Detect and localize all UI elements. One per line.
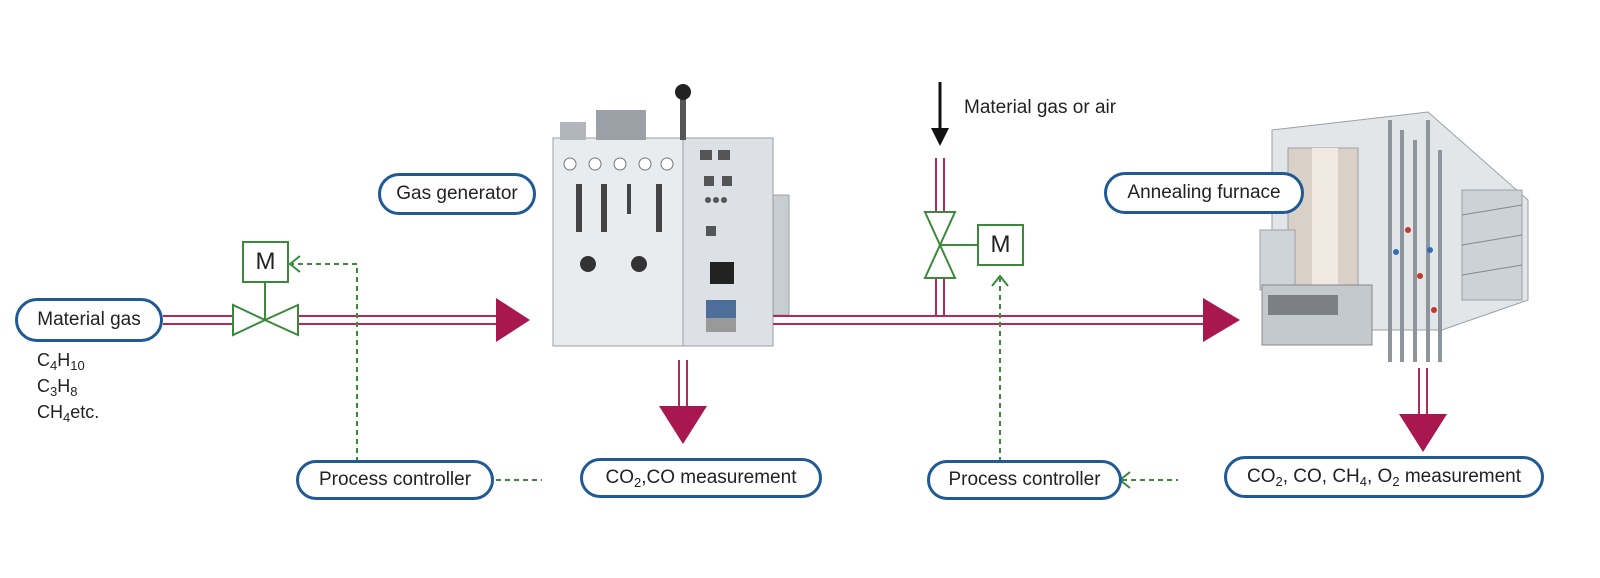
process-controller-1-text: Process controller bbox=[318, 469, 472, 490]
measurement-2: CO2, CO, CH4, O2 measurement bbox=[1224, 456, 1544, 498]
gas-generator-text: Gas generator bbox=[396, 183, 518, 204]
measurement-2-text: CO2, CO, CH4, O2 measurement bbox=[1246, 465, 1522, 489]
valve-1-icon bbox=[232, 241, 299, 337]
arrow-material-gas-or-air-icon bbox=[931, 82, 949, 146]
motor-1-label: M bbox=[255, 248, 276, 275]
formula-list: C4H10 C3H8 CH4etc. bbox=[37, 350, 99, 428]
process-controller-1: Process controller bbox=[296, 460, 494, 500]
arrow-to-furnace-icon bbox=[1203, 298, 1240, 342]
gas-generator-label: Gas generator bbox=[378, 173, 536, 215]
arrow-furnace-down-icon bbox=[1399, 414, 1447, 452]
material-gas-or-air-label: Material gas or air bbox=[964, 97, 1117, 118]
measurement-1: CO2,CO measurement bbox=[580, 458, 822, 498]
annealing-furnace-machine bbox=[1259, 111, 1529, 362]
annealing-furnace-label: Annealing furnace bbox=[1104, 172, 1304, 214]
control-line-1 bbox=[292, 263, 358, 462]
control-arrowhead-1-icon bbox=[288, 255, 301, 273]
annealing-furnace-text: Annealing furnace bbox=[1127, 182, 1281, 203]
motor-2-label: M bbox=[990, 231, 1011, 258]
material-gas-label: Material gas bbox=[15, 298, 163, 342]
formula-c4h10: C4H10 bbox=[37, 350, 85, 373]
pipes bbox=[163, 158, 1428, 416]
control-arrowhead-2-icon bbox=[991, 274, 1009, 287]
gas-generator-machine bbox=[552, 84, 790, 347]
formula-ch4: CH4etc. bbox=[37, 402, 100, 425]
formula-c3h8: C3H8 bbox=[37, 376, 78, 399]
arrow-to-generator-icon bbox=[496, 298, 530, 342]
material-gas-text: Material gas bbox=[37, 309, 141, 330]
process-controller-2-text: Process controller bbox=[948, 469, 1101, 490]
flow-arrows bbox=[496, 298, 1447, 452]
measurement-1-text: CO2,CO measurement bbox=[605, 466, 797, 490]
valve-2-icon bbox=[923, 211, 1024, 279]
process-controller-2: Process controller bbox=[927, 460, 1122, 500]
arrow-generator-down-icon bbox=[659, 406, 707, 444]
